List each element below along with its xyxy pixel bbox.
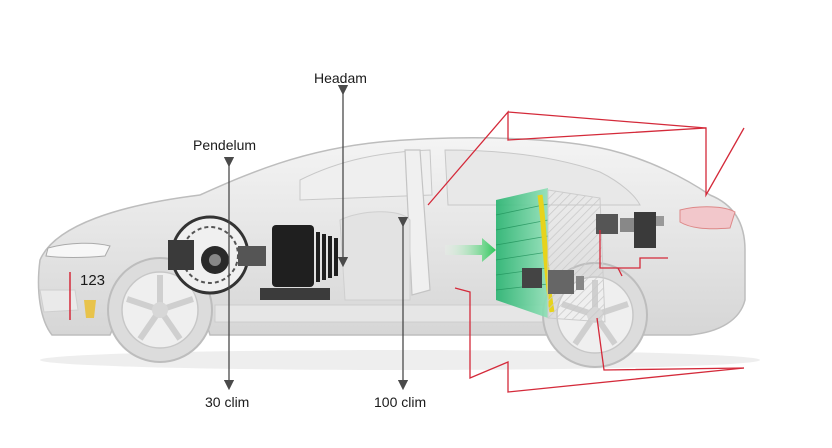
rear-hatch-panel [547, 189, 606, 323]
left-label: Pendelum [193, 137, 256, 153]
bottom-mid-label: 100 clim [374, 394, 426, 410]
flow-arrow-icon [445, 238, 496, 262]
bottom-left-label: 30 clim [205, 394, 249, 410]
green-panel [495, 188, 555, 318]
motor-block [260, 225, 338, 300]
dimension-arrows [223, 84, 409, 391]
rear-components [522, 212, 664, 294]
top-label: Headam [314, 70, 367, 86]
front-code-label: 123 [80, 272, 105, 289]
callout-lines [427, 110, 745, 393]
front-sensor-icon [84, 300, 96, 318]
